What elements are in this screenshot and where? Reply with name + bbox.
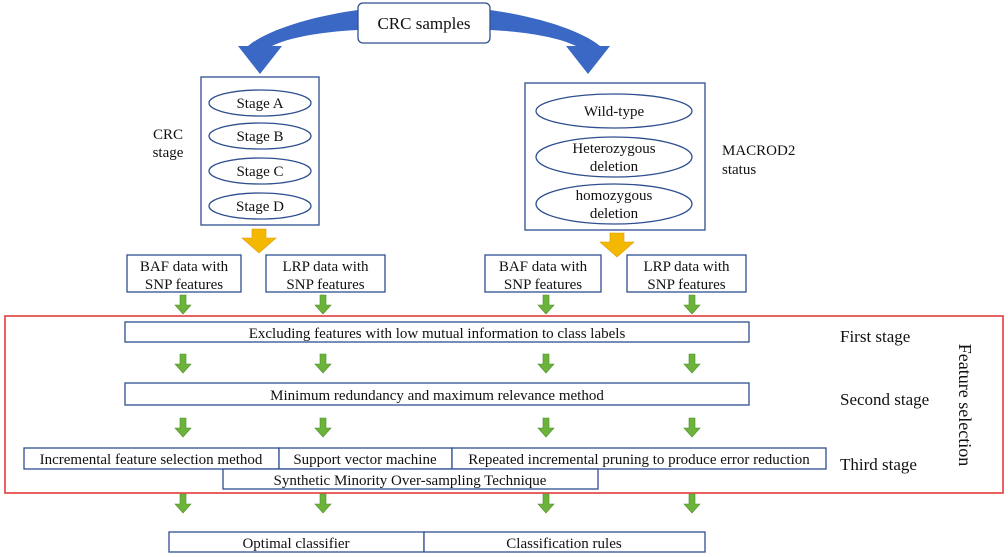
green-arrow bbox=[314, 417, 332, 438]
green-arrow bbox=[174, 417, 192, 438]
green-arrow bbox=[314, 353, 332, 374]
data-box-label: BAF data with bbox=[499, 259, 588, 275]
second-stage-label: Second stage bbox=[840, 390, 929, 409]
green-arrow bbox=[174, 294, 192, 315]
smote-box bbox=[222, 468, 599, 490]
macrod2-side-label-line1: MACROD2 bbox=[722, 143, 795, 159]
data-box-label: SNP features bbox=[145, 277, 223, 293]
stage-label: Stage A bbox=[236, 96, 283, 112]
second-stage-box-text: Minimum redundancy and maximum relevance… bbox=[270, 388, 604, 404]
method-ripper-box bbox=[451, 447, 827, 470]
green-arrow bbox=[314, 294, 332, 315]
green-arrow bbox=[683, 417, 701, 438]
data-box-label: SNP features bbox=[504, 277, 582, 293]
data-box bbox=[484, 254, 602, 293]
method-ripper: Repeated incremental pruning to produce … bbox=[468, 452, 810, 468]
crc-samples-box bbox=[357, 2, 491, 44]
data-box-label: LRP data with bbox=[643, 259, 730, 275]
yellow-arrow-right bbox=[599, 232, 635, 258]
feature-selection-title: Feature selection bbox=[955, 344, 975, 466]
feature-selection-frame bbox=[4, 315, 1004, 494]
first-stage-box bbox=[124, 321, 750, 343]
crc-stage-container bbox=[200, 76, 320, 226]
data-box bbox=[626, 254, 747, 293]
stage-ellipse bbox=[208, 192, 312, 220]
first-stage-box-text: Excluding features with low mutual infor… bbox=[249, 326, 626, 342]
status-label: Wild-type bbox=[584, 104, 645, 120]
smote-text: Synthetic Minority Over-sampling Techniq… bbox=[274, 473, 547, 489]
green-arrow bbox=[683, 353, 701, 374]
crc-samples-label: CRC samples bbox=[377, 14, 470, 33]
status-ellipse bbox=[535, 136, 693, 178]
macrod2-side-label-line2: status bbox=[722, 162, 756, 178]
curved-arrow-right bbox=[490, 10, 610, 74]
yellow-arrow-left bbox=[241, 228, 277, 254]
green-arrow bbox=[174, 353, 192, 374]
green-arrow bbox=[537, 294, 555, 315]
classification-rules-box bbox=[423, 531, 706, 553]
stage-ellipse bbox=[208, 157, 312, 185]
crc-stage-side-label-line1: CRC bbox=[153, 127, 183, 143]
green-arrow bbox=[537, 493, 555, 514]
stage-label: Stage B bbox=[236, 129, 283, 145]
green-arrow bbox=[683, 294, 701, 315]
stage-label: Stage C bbox=[236, 164, 283, 180]
green-arrow bbox=[683, 493, 701, 514]
macrod2-status-container bbox=[524, 82, 706, 231]
status-ellipse bbox=[535, 183, 693, 225]
classification-rules: Classification rules bbox=[506, 536, 622, 552]
green-arrow bbox=[537, 417, 555, 438]
second-stage-box bbox=[124, 382, 750, 406]
data-box-label: LRP data with bbox=[282, 259, 369, 275]
data-box-label: SNP features bbox=[286, 277, 364, 293]
stage-ellipse bbox=[208, 89, 312, 117]
data-box-label: BAF data with bbox=[140, 259, 229, 275]
green-arrow bbox=[314, 493, 332, 514]
method-incremental-feature-selection: Incremental feature selection method bbox=[40, 452, 263, 468]
curved-arrow-left bbox=[238, 10, 358, 74]
method-svm: Support vector machine bbox=[293, 452, 437, 468]
data-box-label: SNP features bbox=[647, 277, 725, 293]
status-ellipse bbox=[535, 93, 693, 129]
data-box bbox=[265, 254, 386, 293]
third-stage-label: Third stage bbox=[840, 455, 917, 474]
stage-ellipse bbox=[208, 122, 312, 150]
optimal-classifier: Optimal classifier bbox=[242, 536, 349, 552]
first-stage-label: First stage bbox=[840, 327, 910, 346]
stage-label: Stage D bbox=[236, 199, 284, 215]
status-label: deletion bbox=[590, 206, 639, 222]
green-arrow bbox=[537, 353, 555, 374]
green-arrow bbox=[174, 493, 192, 514]
data-box bbox=[126, 254, 242, 293]
status-label: homozygous bbox=[576, 188, 653, 204]
status-label: Heterozygous bbox=[572, 141, 655, 157]
status-label: deletion bbox=[590, 159, 639, 175]
crc-stage-side-label-line2: stage bbox=[153, 145, 184, 161]
